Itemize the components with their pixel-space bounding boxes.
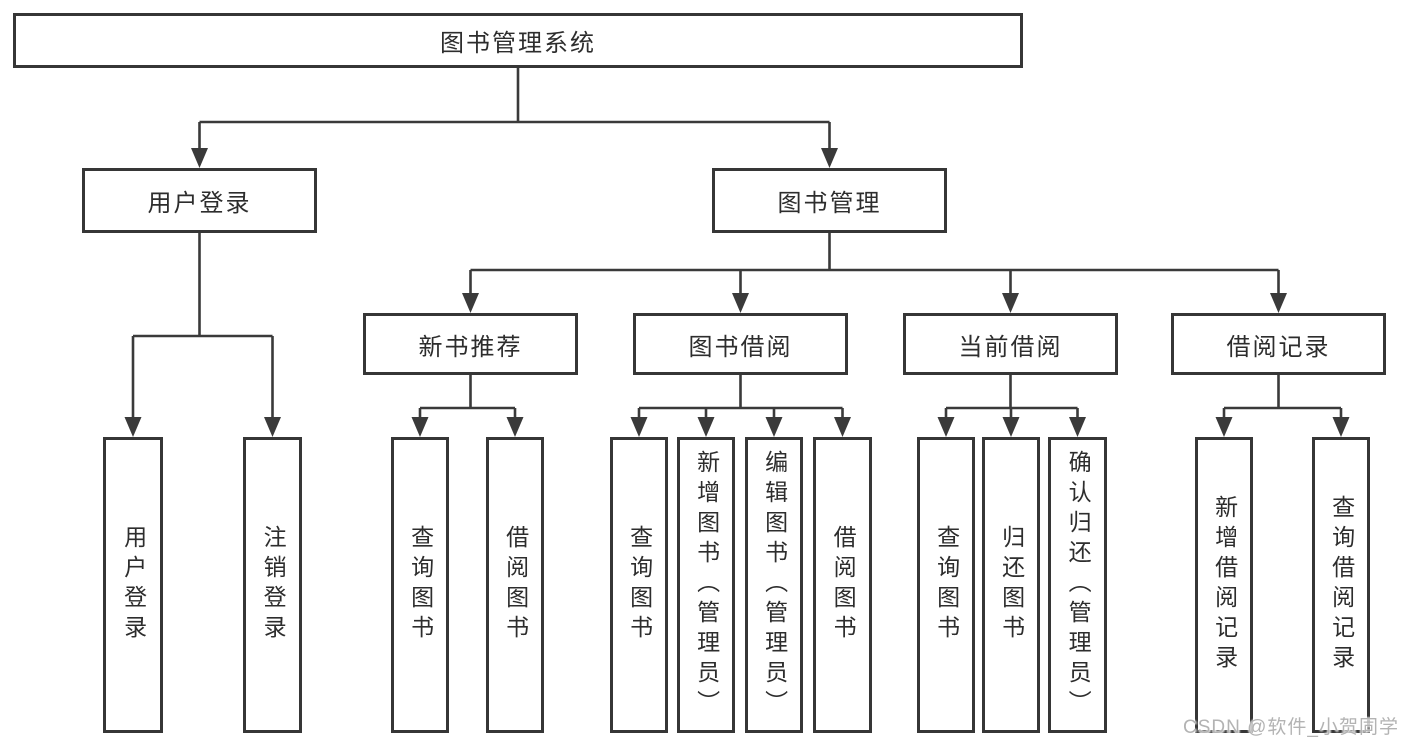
- leaf-borrow-query-books-label: 查询图书: [626, 525, 653, 645]
- node-root-system: 图书管理系统: [13, 13, 1023, 68]
- leaf-current-query-books: 查询图书: [917, 437, 975, 733]
- node-borrow-records-label: 借阅记录: [1226, 333, 1331, 361]
- node-book-management: 图书管理: [712, 168, 947, 233]
- node-new-book-recommend: 新书推荐: [363, 313, 578, 375]
- node-book-management-label: 图书管理: [777, 190, 882, 217]
- leaf-add-borrow-record: 新增借阅记录: [1195, 437, 1253, 733]
- connector-book-management-branch: [469, 233, 1280, 295]
- leaf-add-books-admin-label: 新增图书（管理员）: [693, 450, 720, 720]
- leaf-confirm-return-admin-label: 确认归还（管理员）: [1065, 450, 1092, 720]
- leaf-borrow-query-books: 查询图书: [610, 437, 668, 733]
- leaf-logout: 注销登录: [243, 437, 302, 733]
- leaf-logout-label: 注销登录: [260, 525, 287, 645]
- node-current-borrow-label: 当前借阅: [958, 333, 1063, 361]
- leaf-current-query-books-label: 查询图书: [933, 525, 960, 645]
- leaf-query-borrow-record: 查询借阅记录: [1312, 437, 1370, 733]
- leaf-recommend-borrow-books-label: 借阅图书: [502, 525, 529, 645]
- leaf-user-login: 用户登录: [103, 437, 163, 733]
- leaf-edit-books-admin-label: 编辑图书（管理员）: [761, 450, 788, 720]
- connector-book-borrow: [637, 375, 844, 419]
- node-book-borrow-label: 图书借阅: [688, 333, 793, 361]
- leaf-return-books: 归还图书: [982, 437, 1040, 733]
- leaf-borrow-books-label: 借阅图书: [830, 525, 857, 645]
- connector-current-borrow: [944, 375, 1079, 419]
- leaf-confirm-return-admin: 确认归还（管理员）: [1048, 437, 1107, 733]
- leaf-recommend-query-books-label: 查询图书: [407, 525, 434, 645]
- leaf-recommend-borrow-books: 借阅图书: [486, 437, 544, 733]
- node-new-book-recommend-label: 新书推荐: [418, 333, 523, 361]
- leaf-add-borrow-record-label: 新增借阅记录: [1211, 495, 1238, 675]
- leaf-user-login-label: 用户登录: [120, 525, 147, 645]
- node-current-borrow: 当前借阅: [903, 313, 1118, 375]
- leaf-query-borrow-record-label: 查询借阅记录: [1328, 495, 1355, 675]
- node-borrow-records: 借阅记录: [1171, 313, 1386, 375]
- arrowheads: [124, 148, 1350, 437]
- connector-borrow-records: [1222, 375, 1343, 419]
- connector-user-login-branch: [131, 233, 274, 419]
- node-root-system-label: 图书管理系统: [440, 30, 596, 57]
- connector-new-book-recommend: [418, 375, 517, 419]
- leaf-recommend-query-books: 查询图书: [391, 437, 449, 733]
- node-user-login-branch: 用户登录: [82, 168, 317, 233]
- csdn-watermark: CSDN @软件_小贺同学: [1183, 717, 1399, 738]
- connector-root-to-level2: [198, 68, 831, 150]
- leaf-add-books-admin: 新增图书（管理员）: [677, 437, 735, 733]
- leaf-return-books-label: 归还图书: [998, 525, 1025, 645]
- node-user-login-branch-label: 用户登录: [147, 190, 252, 217]
- leaf-borrow-books: 借阅图书: [813, 437, 872, 733]
- leaf-edit-books-admin: 编辑图书（管理员）: [745, 437, 803, 733]
- node-book-borrow: 图书借阅: [633, 313, 848, 375]
